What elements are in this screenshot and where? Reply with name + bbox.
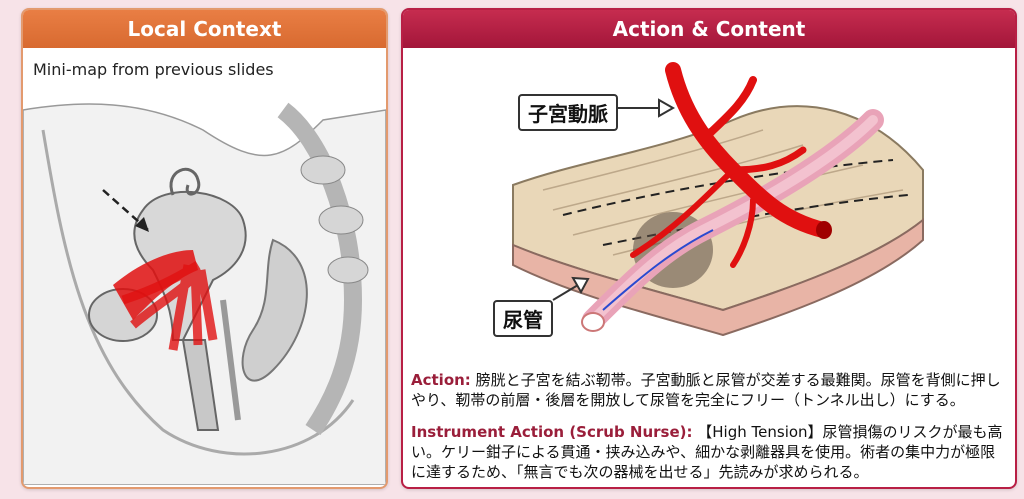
instrument-action-text: Instrument Action (Scrub Nurse): 【High T… <box>411 422 1006 482</box>
action-text: Action: 膀胱と子宮を結ぶ靭帯。子宮動脈と尿管が交差する最難関。尿管を背側… <box>411 370 1006 410</box>
ligament-tunnel-illustration <box>512 62 924 337</box>
pelvis-mini-map <box>23 102 386 485</box>
local-context-header: Local Context <box>23 10 386 48</box>
action-content-header: Action & Content <box>403 10 1015 48</box>
instrument-action-description: 【High Tension】尿管損傷のリスクが最も高い。ケリー鉗子による貫通・挟… <box>411 423 1003 481</box>
uterine-artery-label: 子宮動脈 <box>518 94 618 131</box>
mini-map-subtitle: Mini-map from previous slides <box>33 60 274 79</box>
action-description: 膀胱と子宮を結ぶ靭帯。子宮動脈と尿管が交差する最難関。尿管を背側に押しやり、靭帯… <box>411 371 1001 409</box>
instrument-action-label: Instrument Action (Scrub Nurse): <box>411 423 693 441</box>
action-content-panel: Action & Content 子宮動脈 尿管 Action: 膀胱と子宮を結… <box>401 8 1017 489</box>
action-label: Action: <box>411 371 471 389</box>
ureter-label: 尿管 <box>493 300 553 337</box>
local-context-panel: Local Context Mini-map from previous sli… <box>21 8 388 489</box>
